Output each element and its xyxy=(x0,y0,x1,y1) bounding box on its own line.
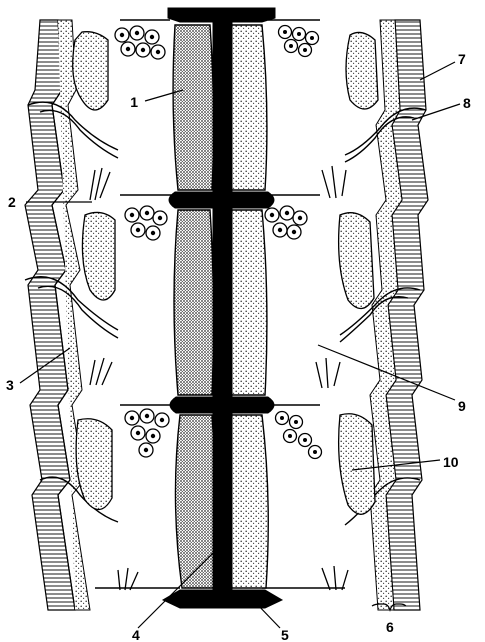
label-6: 6 xyxy=(386,619,394,635)
label-10: 10 xyxy=(443,454,459,470)
label-8: 8 xyxy=(463,95,471,111)
left-body-wall xyxy=(25,20,90,610)
label-9: 9 xyxy=(458,398,466,414)
label-5: 5 xyxy=(281,627,289,642)
label-3: 3 xyxy=(6,377,14,393)
label-2: 2 xyxy=(8,194,16,210)
label-7: 7 xyxy=(458,51,466,67)
label-4: 4 xyxy=(132,627,140,642)
label-1: 1 xyxy=(130,94,138,110)
